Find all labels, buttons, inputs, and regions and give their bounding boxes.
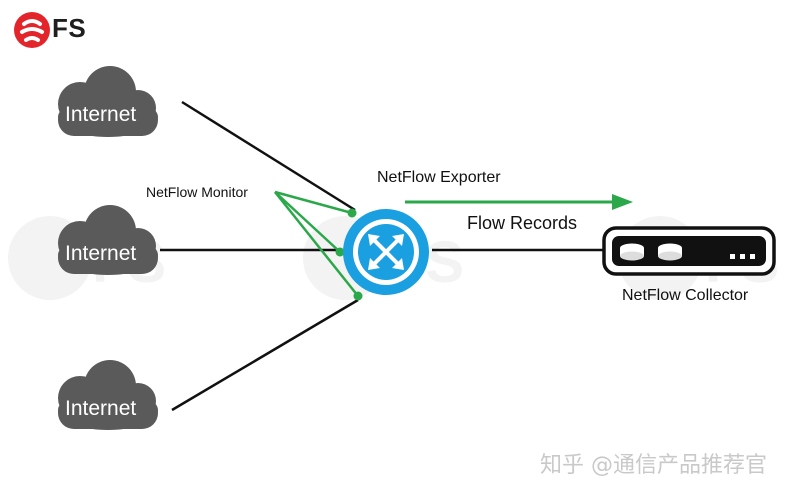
brand-logo-icon bbox=[14, 12, 50, 48]
cloud-label: Internet bbox=[65, 397, 136, 420]
netflow-monitor-label: NetFlow Monitor bbox=[146, 184, 248, 200]
internet-cloud-middle: Internet bbox=[58, 205, 158, 275]
link-internet-top bbox=[181, 100, 356, 212]
source-credit: 知乎 @通信产品推荐官 bbox=[540, 453, 767, 478]
link-internet-bottom bbox=[171, 298, 359, 412]
cloud-label: Internet bbox=[65, 103, 136, 126]
export-arrow-icon bbox=[405, 194, 633, 210]
cloud-label: Internet bbox=[65, 242, 136, 265]
netflow-collector-device-icon bbox=[602, 226, 776, 276]
netflow-collector-label: NetFlow Collector bbox=[622, 287, 749, 304]
monitor-lines bbox=[274, 190, 359, 297]
internet-cloud-top: Internet bbox=[58, 66, 158, 137]
netflow-exporter-label: NetFlow Exporter bbox=[377, 169, 501, 186]
flow-records-label: Flow Records bbox=[467, 213, 578, 233]
brand-logo-text: FS bbox=[52, 13, 87, 43]
network-links bbox=[160, 100, 612, 412]
internet-cloud-bottom: Internet bbox=[58, 360, 158, 430]
monitor-points bbox=[335, 208, 363, 301]
router-icon bbox=[343, 209, 429, 295]
